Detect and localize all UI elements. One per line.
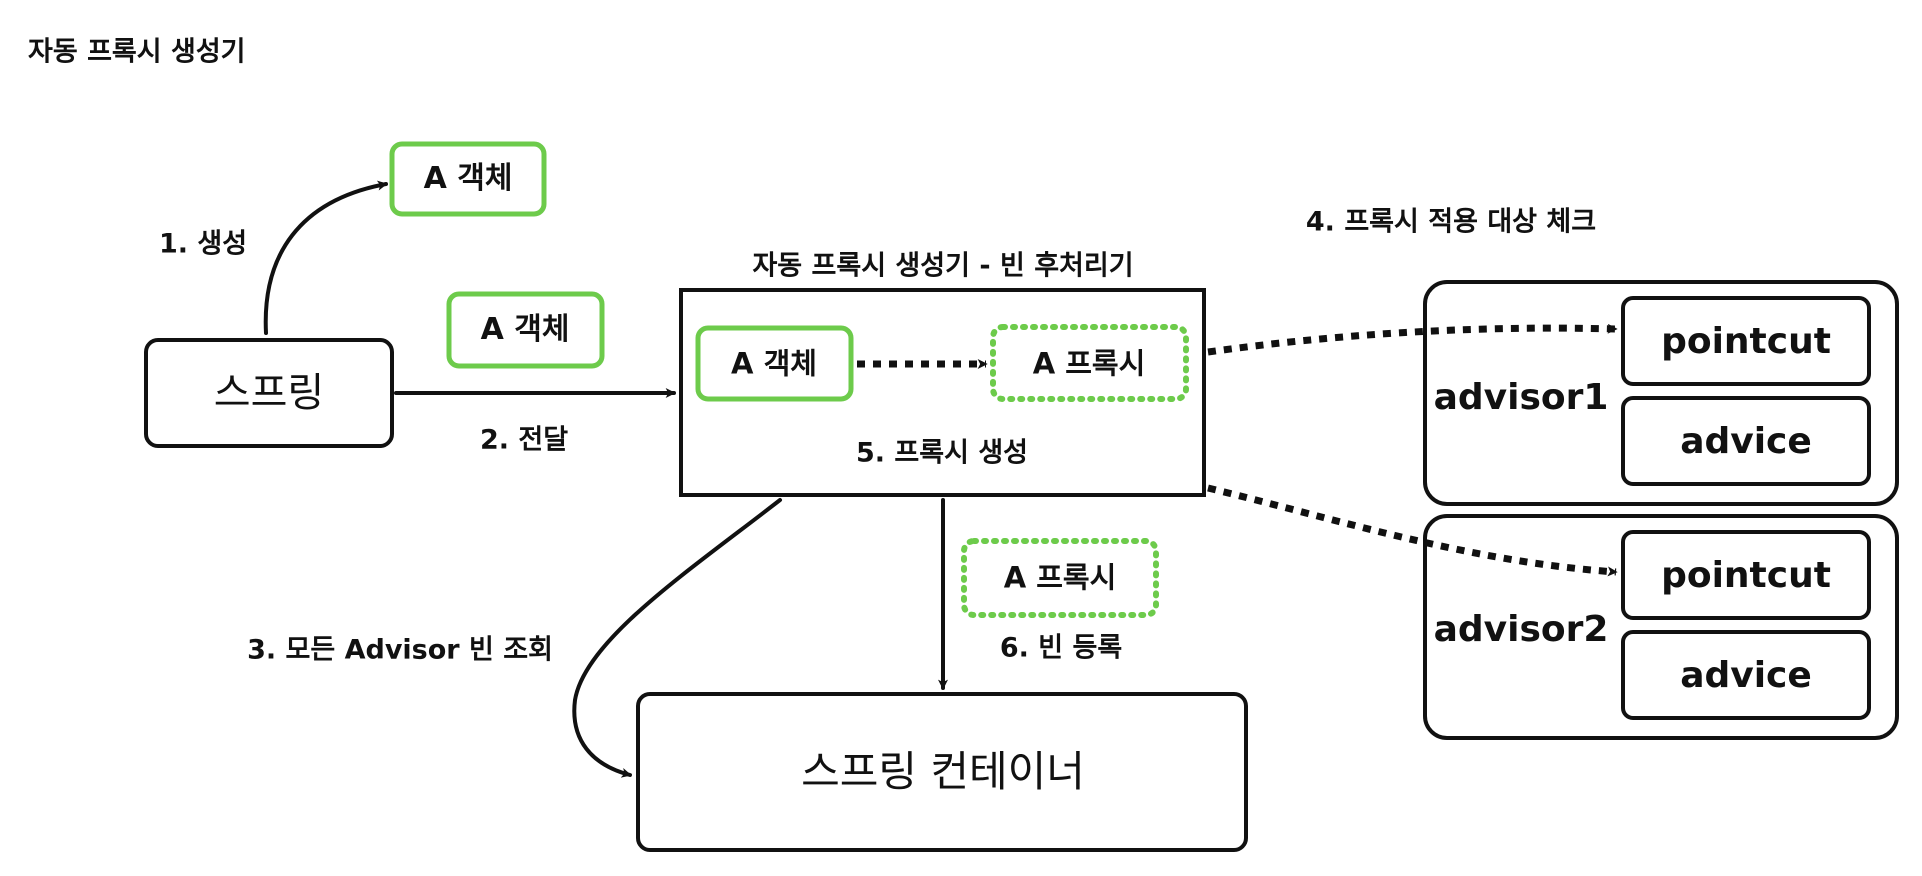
inner-a-proxy-label: A 프록시 — [1032, 346, 1146, 381]
advisor2-advice-box — [1621, 630, 1871, 720]
advisor2-advice-label: advice — [1680, 655, 1812, 696]
advisor1-advice-label: advice — [1680, 421, 1812, 462]
post-processor-title: 자동 프록시 생성기 - 빈 후처리기 — [752, 250, 1134, 282]
arrow-check-advisor1 — [1207, 323, 1618, 356]
advisor1-pointcut-label: pointcut — [1661, 321, 1831, 362]
advisor1-box — [1423, 280, 1899, 506]
registered-proxy-box — [961, 538, 1159, 618]
step5-label: 5. 프록시 생성 — [855, 437, 1029, 469]
step3-label: 3. 모든 Advisor 빈 조회 — [247, 634, 553, 666]
arrow-check-advisor2 — [1207, 484, 1618, 577]
step6-label: 6. 빈 등록 — [999, 632, 1123, 664]
advisor2-label: advisor2 — [1433, 609, 1609, 650]
a-object-created-box — [389, 141, 547, 217]
inner-a-proxy-box — [990, 324, 1189, 402]
step1-label: 1. 생성 — [158, 228, 248, 260]
advisor2-box — [1423, 514, 1899, 740]
arrow-lookup — [572, 498, 782, 778]
arrow-create — [263, 180, 388, 335]
advisor1-label: advisor1 — [1433, 377, 1609, 418]
step2-label: 2. 전달 — [479, 424, 569, 456]
a-object-created-label: A 객체 — [423, 161, 513, 196]
spring-box — [144, 338, 394, 448]
registered-proxy-label: A 프록시 — [1003, 560, 1117, 595]
container-box — [636, 692, 1248, 852]
a-object-transfer-box — [446, 291, 605, 369]
post-processor-box — [679, 288, 1206, 497]
a-object-transfer-label: A 객체 — [480, 312, 570, 347]
spring-label: 스프링 — [213, 370, 325, 416]
page-title: 자동 프록시 생성기 — [28, 36, 246, 68]
advisor2-pointcut-label: pointcut — [1661, 555, 1831, 596]
advisor2-pointcut-box — [1621, 530, 1871, 620]
advisor1-advice-box — [1621, 396, 1871, 486]
advisor1-pointcut-box — [1621, 296, 1871, 386]
inner-a-object-box — [695, 325, 854, 402]
inner-a-object-label: A 객체 — [731, 346, 817, 381]
container-label: 스프링 컨테이너 — [801, 747, 1085, 796]
step4-label: 4. 프록시 적용 대상 체크 — [1305, 206, 1597, 238]
